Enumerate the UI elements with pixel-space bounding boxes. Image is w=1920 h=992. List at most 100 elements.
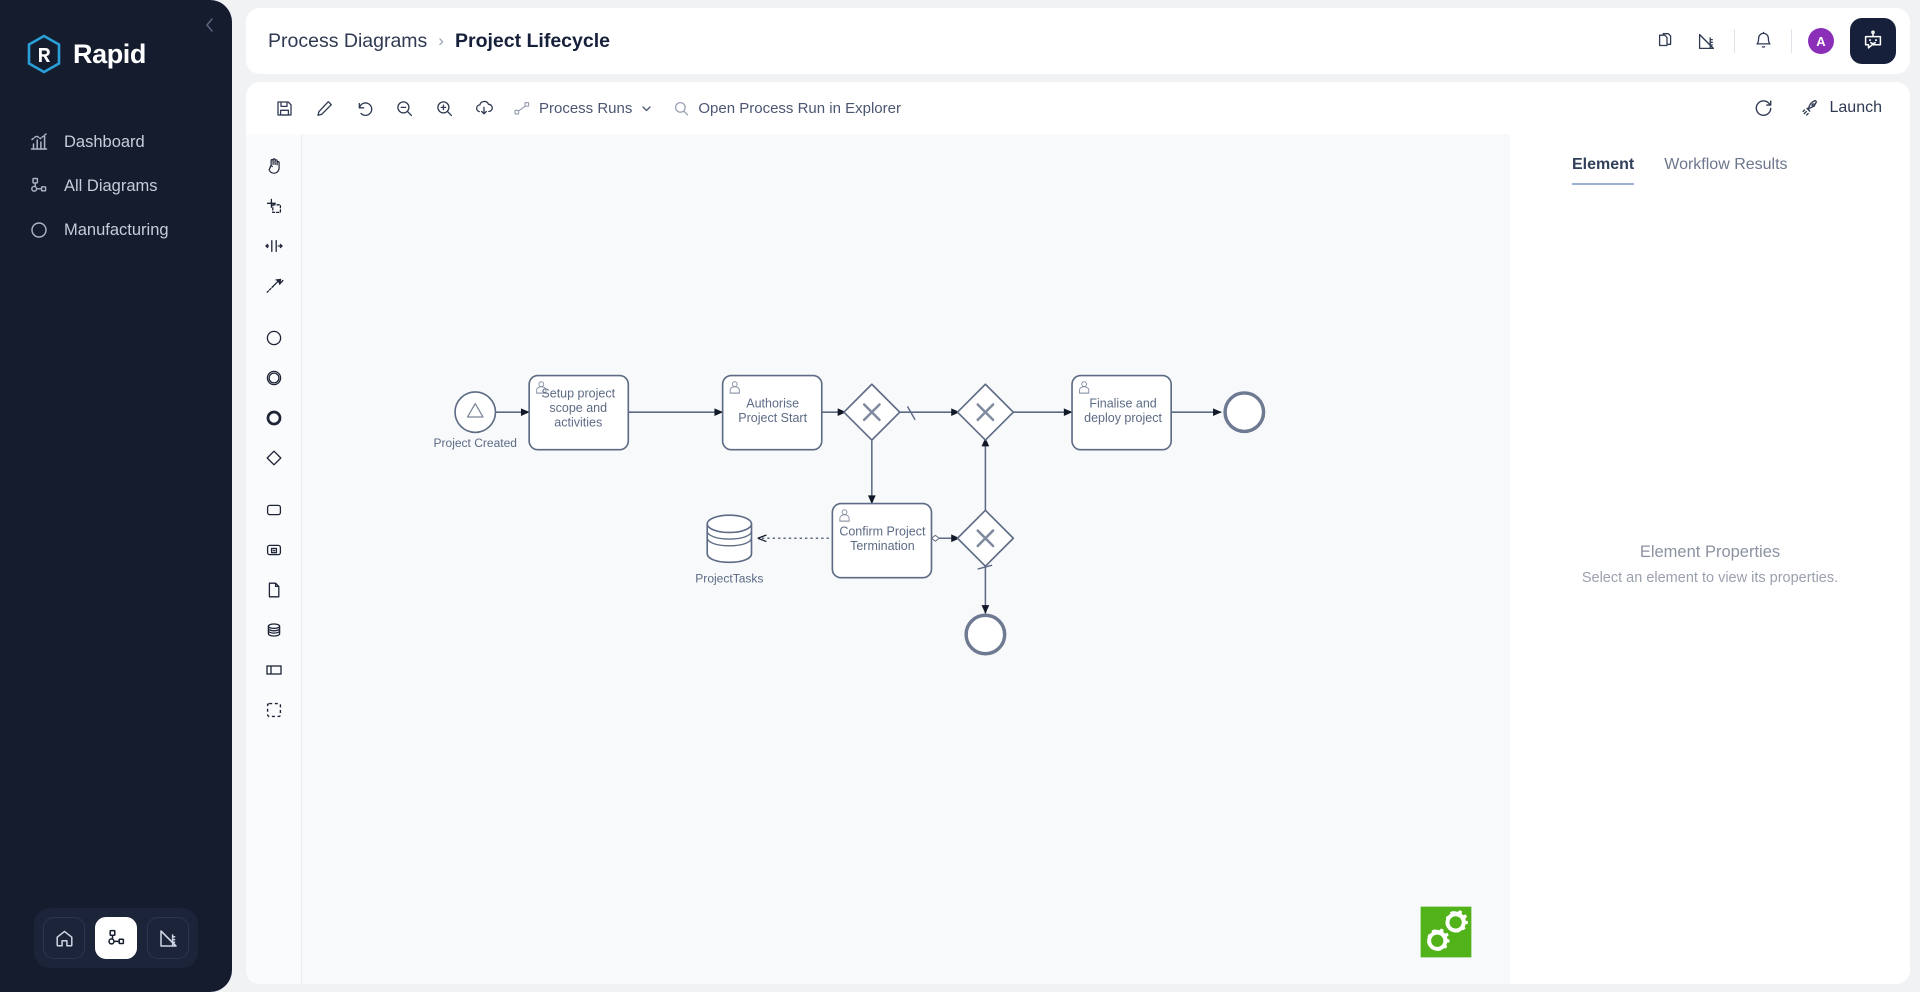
sidebar-item-all-diagrams[interactable]: All Diagrams xyxy=(14,166,218,206)
connect-tool-button[interactable] xyxy=(254,266,294,306)
breadcrumb-separator: › xyxy=(438,31,444,50)
dock-home-button[interactable] xyxy=(43,917,85,959)
node-label: ProjectTasks xyxy=(695,572,763,586)
intermediate-event-button[interactable] xyxy=(254,358,294,398)
design-ruler-button[interactable] xyxy=(1686,21,1726,61)
notifications-button[interactable] xyxy=(1743,21,1783,61)
node-user-task-finalise-and-deploy[interactable]: Finalise and deploy project xyxy=(1071,374,1172,451)
node-label-line: Termination xyxy=(850,539,915,553)
drafting-ruler-icon xyxy=(159,929,177,947)
launch-button[interactable]: Launch xyxy=(1788,90,1895,126)
bpmn-gears-logo[interactable] xyxy=(1418,904,1474,960)
default-flow-marker xyxy=(906,406,916,421)
refresh-icon xyxy=(1755,99,1772,116)
open-in-explorer-label: Open Process Run in Explorer xyxy=(698,99,901,117)
node-label-line: Setup project xyxy=(541,387,615,401)
top-bar-actions: A xyxy=(1646,18,1896,64)
breadcrumb-root[interactable]: Process Diagrams xyxy=(268,29,428,52)
process-runs-label: Process Runs xyxy=(539,99,633,117)
lasso-select-icon xyxy=(266,198,281,214)
node-user-task-confirm-project-termination[interactable]: Confirm Project Termination xyxy=(831,502,933,579)
default-flow-marker xyxy=(977,564,993,570)
bpmn-palette xyxy=(246,134,302,984)
node-data-store-project-tasks[interactable]: ProjectTasks xyxy=(695,514,763,586)
bell-icon xyxy=(1755,31,1771,48)
participant-pool-icon xyxy=(265,665,282,675)
drafting-ruler-icon xyxy=(1698,33,1714,49)
dock-diagrams-button[interactable] xyxy=(95,917,137,959)
subprocess-icon xyxy=(266,544,281,556)
data-store-icon xyxy=(267,623,280,637)
edit-button[interactable] xyxy=(304,90,344,126)
circle-icon xyxy=(28,219,50,241)
breadcrumb: Process Diagrams › Project Lifecycle xyxy=(268,30,610,53)
participant-pool-button[interactable] xyxy=(254,650,294,690)
process-runs-dropdown[interactable]: Process Runs xyxy=(504,91,663,125)
node-end-event-1[interactable] xyxy=(1223,391,1266,434)
hand-tool-button[interactable] xyxy=(254,146,294,186)
subprocess-button[interactable] xyxy=(254,530,294,570)
task-icon xyxy=(266,504,281,516)
divider xyxy=(1734,29,1735,53)
download-cloud-icon xyxy=(476,100,493,114)
space-tool-button[interactable] xyxy=(254,226,294,266)
zoom-in-button[interactable] xyxy=(424,90,464,126)
chevron-down-icon xyxy=(642,105,652,111)
assistant-button[interactable] xyxy=(1850,18,1896,64)
brand[interactable]: Rapid xyxy=(0,0,232,74)
sidebar-collapse-button[interactable] xyxy=(200,16,218,34)
node-user-task-setup-project-scope[interactable]: Setup project scope and activities xyxy=(528,374,630,451)
data-store-button[interactable] xyxy=(254,610,294,650)
sidebar-item-label: All Diagrams xyxy=(64,176,158,195)
gateway-button[interactable] xyxy=(254,438,294,478)
sidebar: Rapid Dashboard All Diagrams xyxy=(0,0,232,992)
node-exclusive-gateway-2[interactable] xyxy=(956,383,1015,441)
launch-label: Launch xyxy=(1829,99,1883,116)
node-end-event-2[interactable] xyxy=(964,613,1007,656)
rocket-icon xyxy=(1801,99,1817,116)
refresh-button[interactable] xyxy=(1744,90,1784,126)
node-label-line: Authorise xyxy=(746,396,799,410)
sidebar-nav: Dashboard All Diagrams Manufacturing xyxy=(0,122,232,250)
pencil-edit-icon xyxy=(316,100,332,116)
top-bar: Process Diagrams › Project Lifecycle xyxy=(246,8,1910,74)
download-button[interactable] xyxy=(464,90,504,126)
group-button[interactable] xyxy=(254,690,294,730)
end-event-button[interactable] xyxy=(254,398,294,438)
sidebar-item-manufacturing[interactable]: Manufacturing xyxy=(14,210,218,250)
sidebar-item-dashboard[interactable]: Dashboard xyxy=(14,122,218,162)
sidebar-item-label: Manufacturing xyxy=(64,220,169,239)
bpmn-canvas[interactable]: Project Created Setup project scope and … xyxy=(302,134,1510,984)
magnifier-icon xyxy=(675,101,689,116)
data-object-button[interactable] xyxy=(254,570,294,610)
sidebar-dock xyxy=(34,908,198,968)
node-start-event-project-created[interactable]: Project Created xyxy=(434,391,517,450)
lasso-select-button[interactable] xyxy=(254,186,294,226)
space-tool-icon xyxy=(264,239,283,253)
avatar[interactable]: A xyxy=(1808,28,1834,54)
open-process-run-in-explorer-button[interactable]: Open Process Run in Explorer xyxy=(663,91,911,125)
copy-documents-button[interactable] xyxy=(1646,21,1686,61)
start-event-button[interactable] xyxy=(254,318,294,358)
node-exclusive-gateway-3[interactable] xyxy=(956,509,1015,567)
undo-button[interactable] xyxy=(344,90,384,126)
main-stage: Process Diagrams › Project Lifecycle xyxy=(232,0,1920,992)
gateway-icon xyxy=(266,450,281,466)
node-label-line: scope and xyxy=(549,401,607,415)
chart-bars-icon xyxy=(28,131,50,153)
tab-workflow-results[interactable]: Workflow Results xyxy=(1664,156,1788,173)
task-button[interactable] xyxy=(254,490,294,530)
save-icon xyxy=(276,100,292,116)
dock-design-button[interactable] xyxy=(147,917,189,959)
properties-empty-title: Element Properties xyxy=(1639,543,1781,561)
node-label: Project Created xyxy=(434,436,517,450)
chevron-left-icon xyxy=(205,18,213,32)
node-user-task-authorise-project-start[interactable]: Authorise Project Start xyxy=(721,374,823,451)
copy-documents-icon xyxy=(1658,32,1671,46)
tab-element[interactable]: Element xyxy=(1572,156,1635,185)
brand-name: Rapid xyxy=(73,38,147,69)
node-exclusive-gateway-1[interactable] xyxy=(843,383,901,441)
zoom-out-button[interactable] xyxy=(384,90,424,126)
node-label-line: deploy project xyxy=(1084,411,1162,425)
save-button[interactable] xyxy=(264,90,304,126)
